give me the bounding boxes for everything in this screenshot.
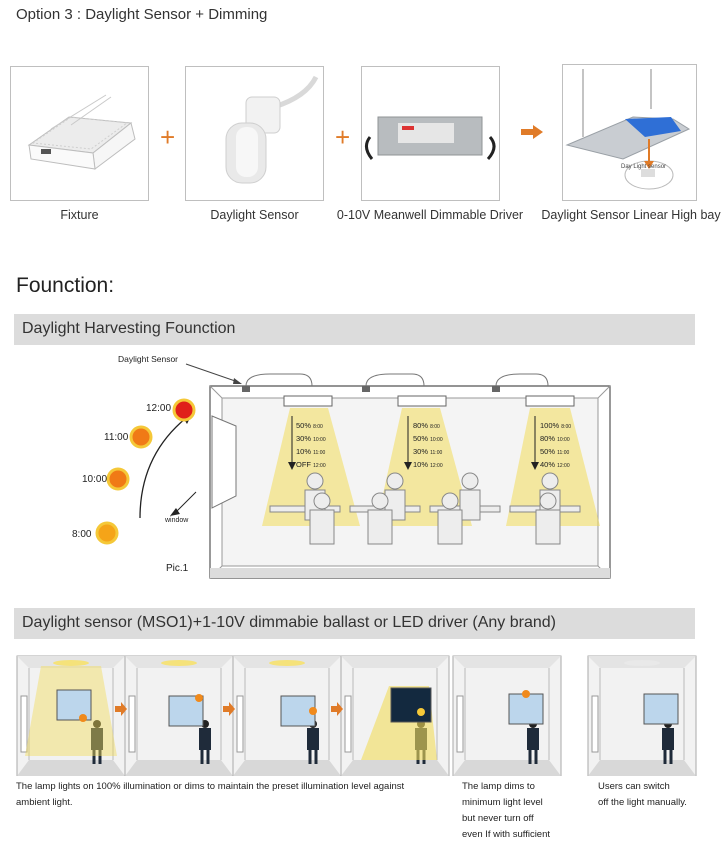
room-sequence: [15, 654, 698, 776]
lamp-table-1: 50% 8:00 30% 10:00 10% 11:00 OFF 12:00: [296, 420, 326, 472]
daylight-harvesting-diagram: [95, 363, 611, 579]
driver-caption: 0-10V Meanwell Dimmable Driver: [336, 208, 524, 222]
sensor-illustration: [225, 75, 319, 184]
section-bar-daylight-harvesting: Daylight Harvesting Founction: [14, 314, 695, 345]
arrow-right-icon: [521, 125, 543, 139]
lamp-table-3: 100% 8:00 80% 10:00 50% 11:00 40% 12:00: [540, 420, 571, 472]
window-label: window: [165, 517, 189, 524]
section-bar-sensor-driver: Daylight sensor (MSO1)+1-10V dimmabie ba…: [14, 608, 695, 639]
lamp-row: 100% 8:00: [540, 421, 572, 430]
pic-label: Pic.1: [166, 563, 189, 574]
fixture-image: [10, 66, 149, 201]
sun-time-8: 8:00: [72, 529, 92, 540]
daylight-sensor-image: [185, 66, 324, 201]
lamp-row: 10% 12:00: [413, 460, 443, 469]
note-middle: The lamp dims to minimum light level but…: [462, 781, 551, 840]
fixture-caption: Fixture: [60, 208, 99, 222]
sun-time-10: 10:00: [82, 474, 108, 485]
driver-image: [361, 66, 500, 201]
option-heading: Option 3 : Daylight Sensor + Dimming: [16, 6, 267, 23]
option-title: : Daylight Sensor + Dimming: [72, 6, 268, 23]
plus-icon: +: [335, 122, 351, 152]
fixture-illustration: [27, 94, 136, 170]
function-heading: Founction:: [16, 274, 115, 297]
lamp-row: 50% 11:00: [540, 447, 570, 456]
high-bay-illustration: [565, 69, 691, 190]
lamp-row: 40% 12:00: [540, 460, 570, 469]
option-label: Option 3: [16, 6, 73, 23]
linear-high-bay-image: Day Light sensor: [562, 64, 697, 201]
plus-icon: +: [160, 122, 176, 152]
driver-illustration: [365, 116, 496, 161]
lamp-row: 80% 8:00: [413, 421, 440, 430]
inset-label: Day Light sensor: [621, 164, 667, 170]
sensor-caption: Daylight Sensor: [210, 208, 299, 222]
sun-time-11: 11:00: [104, 432, 129, 443]
section-title: Daylight sensor (MSO1)+1-10V dimmabie ba…: [22, 614, 556, 631]
section-title: Daylight Harvesting Founction: [22, 320, 236, 337]
lamp-row: OFF 12:00: [296, 460, 326, 469]
sun-time-12: 12:00: [146, 403, 172, 414]
lamp-row: 50% 10:00: [413, 434, 443, 443]
lamp-row: 80% 10:00: [540, 434, 570, 443]
high-bay-caption: Daylight Sensor Linear High bay: [541, 208, 721, 222]
lamp-table-2: 80% 8:00 50% 10:00 30% 11:00 10% 12:00: [413, 420, 443, 472]
lamp-row: 50% 8:00: [296, 421, 323, 430]
lamp-row: 30% 10:00: [296, 434, 326, 443]
daylight-sensor-label: Daylight Sensor: [118, 354, 179, 364]
note-right: Users can switch off the light manually.: [598, 781, 687, 808]
lamp-row: 10% 11:00: [296, 447, 326, 456]
lamp-row: 30% 11:00: [413, 447, 443, 456]
note-left: The lamp lights on 100% illumination or …: [16, 781, 405, 808]
